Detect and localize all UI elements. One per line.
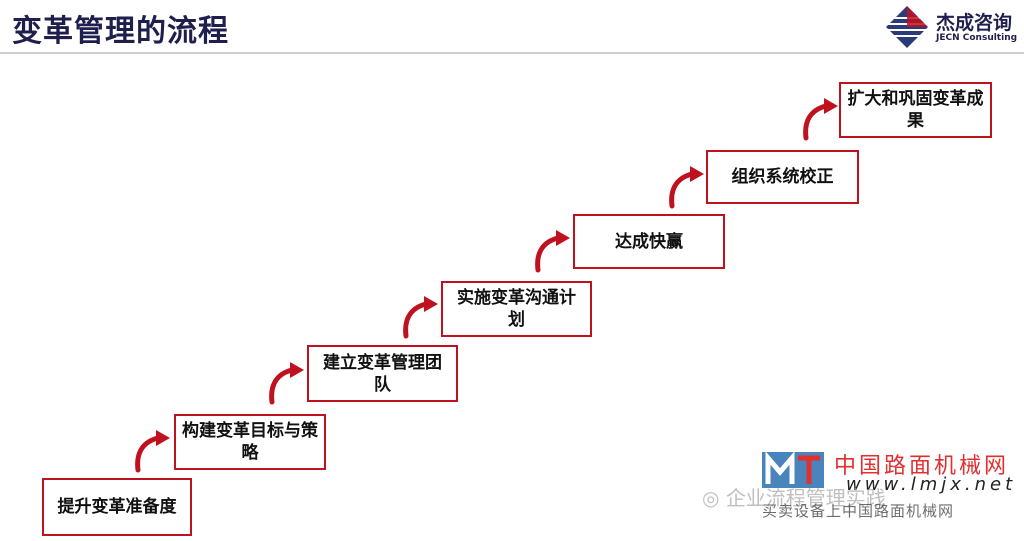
logo-english-name: JECN Consulting (936, 33, 1018, 43)
page-title: 变革管理的流程 (12, 14, 229, 49)
step-6-label: 组织系统校正 (731, 167, 834, 187)
logo-chinese-name: 杰成咨询 (936, 12, 1013, 34)
step-2-label: 构建变革目标与策略 (182, 421, 318, 463)
curved-arrow-icon (669, 166, 704, 209)
watermark-url: www.lmjx.net (846, 474, 1017, 495)
step-4-label: 实施变革沟通计划 (457, 288, 576, 330)
curved-arrow-icon (535, 230, 570, 273)
step-7-box: 扩大和巩固变革成果 (839, 82, 992, 138)
jecn-logo-icon (886, 6, 928, 48)
step-5-box: 达成快赢 (573, 214, 725, 269)
curved-arrow-icon (403, 296, 438, 339)
step-1-label: 提升变革准备度 (57, 497, 177, 517)
watermark-subtitle: 买卖设备上中国路面机械网 (762, 502, 955, 520)
step-5-label: 达成快赢 (615, 231, 683, 252)
curved-arrow-icon (269, 362, 304, 405)
step-1-box: 提升变革准备度 (42, 478, 192, 536)
curved-arrow-icon (135, 430, 170, 473)
watermark-site-name: 中国路面机械网 (834, 454, 1010, 479)
header-divider (0, 52, 1024, 54)
wechat-icon: ◎ (702, 486, 720, 510)
step-3-box: 建立变革管理团队 (307, 345, 458, 402)
watermark-wechat: ◎ 企业流程管理实践 (702, 482, 886, 511)
step-6-box: 组织系统校正 (706, 150, 859, 204)
watermark-wechat-label: 企业流程管理实践 (725, 486, 886, 510)
step-3-label: 建立变革管理团队 (323, 352, 442, 395)
step-2-box: 构建变革目标与策略 (174, 414, 326, 470)
company-logo: 杰成咨询 JECN Consulting (884, 4, 1024, 50)
watermark-logo-icon (762, 451, 824, 488)
step-4-box: 实施变革沟通计划 (441, 281, 592, 337)
curved-arrow-icon (803, 98, 838, 141)
step-7-label: 扩大和巩固变革成果 (847, 89, 984, 131)
